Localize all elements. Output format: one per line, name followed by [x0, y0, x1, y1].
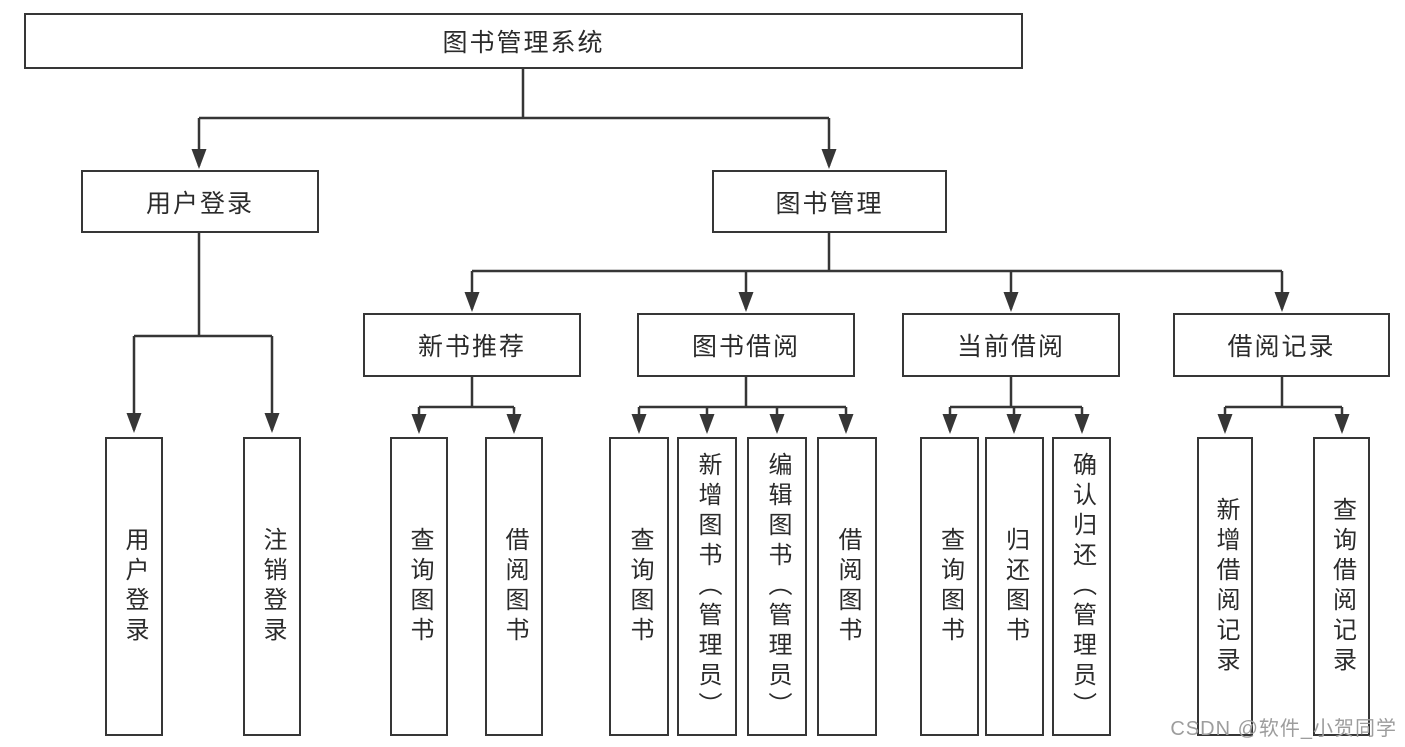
node-new-book-recommend: 新书推荐	[363, 313, 581, 377]
node-root-library-system: 图书管理系统	[24, 13, 1023, 69]
leaf-add-borrow-record-label: 新增借阅记录	[1212, 496, 1239, 677]
leaf-query-borrow-record: 查询借阅记录	[1313, 437, 1370, 736]
node-book-borrowing: 图书借阅	[637, 313, 855, 377]
node-borrow-records-label: 借阅记录	[1227, 333, 1336, 361]
leaf-edit-books-admin-label: 编辑图书（管理员）	[764, 451, 791, 722]
leaf-user-login: 用户登录	[105, 437, 163, 736]
leaf-user-login-label: 用户登录	[121, 526, 148, 647]
leaf-borrow-books-label: 借阅图书	[834, 526, 861, 647]
node-book-management-label: 图书管理	[775, 189, 884, 218]
node-book-borrowing-label: 图书借阅	[691, 333, 800, 361]
leaf-add-books-admin: 新增图书（管理员）	[677, 437, 737, 736]
leaf-borrow-books-recommend: 借阅图书	[485, 437, 543, 736]
leaf-edit-books-admin: 编辑图书（管理员）	[747, 437, 807, 736]
node-user-login-label: 用户登录	[145, 189, 254, 218]
leaf-query-books-current-label: 查询图书	[936, 526, 964, 647]
leaf-query-books-borrowing-label: 查询图书	[626, 526, 653, 647]
leaf-query-books-recommend: 查询图书	[390, 437, 448, 736]
node-user-login: 用户登录	[81, 170, 319, 233]
leaf-query-books-borrowing: 查询图书	[609, 437, 669, 736]
leaf-logout: 注销登录	[243, 437, 301, 736]
node-root-label: 图书管理系统	[442, 29, 605, 57]
node-book-management: 图书管理	[712, 170, 947, 233]
leaf-add-books-admin-label: 新增图书（管理员）	[694, 451, 721, 722]
leaf-query-borrow-record-label: 查询借阅记录	[1328, 496, 1356, 677]
leaf-query-books-current: 查询图书	[920, 437, 979, 736]
leaf-confirm-return-admin-label: 确认归还（管理员）	[1068, 451, 1096, 722]
leaf-borrow-books-recommend-label: 借阅图书	[501, 526, 528, 647]
node-current-borrowing: 当前借阅	[902, 313, 1120, 377]
leaf-return-books: 归还图书	[985, 437, 1044, 736]
node-new-book-recommend-label: 新书推荐	[417, 333, 526, 361]
node-current-borrowing-label: 当前借阅	[956, 333, 1065, 361]
leaf-return-books-label: 归还图书	[1001, 526, 1029, 647]
leaf-logout-label: 注销登录	[259, 526, 286, 647]
leaf-add-borrow-record: 新增借阅记录	[1197, 437, 1253, 736]
csdn-watermark: CSDN @软件_小贺同学	[1170, 718, 1397, 740]
leaf-query-books-recommend-label: 查询图书	[406, 526, 433, 647]
leaf-borrow-books: 借阅图书	[817, 437, 877, 736]
leaf-confirm-return-admin: 确认归还（管理员）	[1052, 437, 1111, 736]
node-borrow-records: 借阅记录	[1173, 313, 1390, 377]
tree-edges	[126, 69, 1350, 434]
